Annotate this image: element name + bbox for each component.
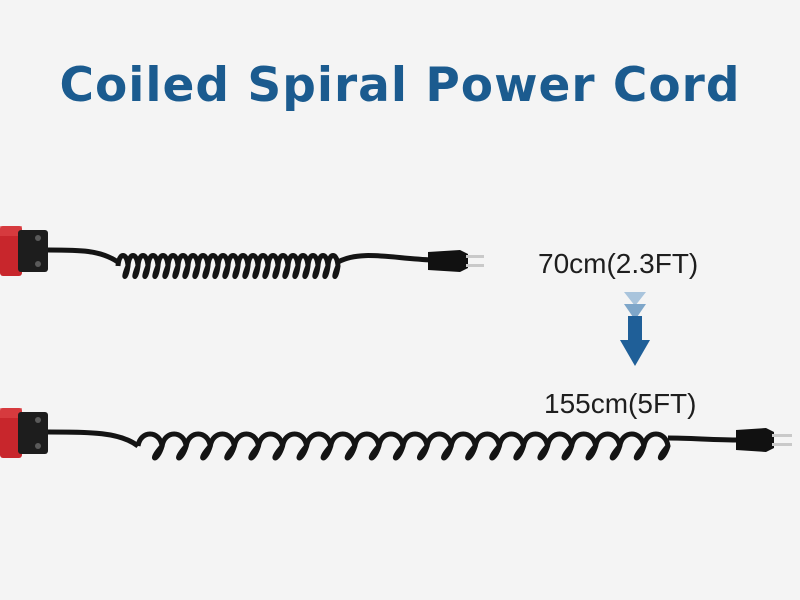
page-title: Coiled Spiral Power Cord: [59, 58, 741, 113]
extended-cord: [0, 408, 792, 461]
arrow-down-icon: [620, 292, 650, 366]
plug-bottom: [736, 428, 792, 452]
retracted-cord: [0, 226, 484, 279]
extended-length-label: 155cm(5FT): [544, 388, 697, 419]
retracted-length-label: 70cm(2.3FT): [538, 248, 699, 279]
socket-connector-bottom: [0, 408, 48, 458]
plug-top: [428, 250, 484, 272]
socket-connector-top: [0, 226, 48, 276]
